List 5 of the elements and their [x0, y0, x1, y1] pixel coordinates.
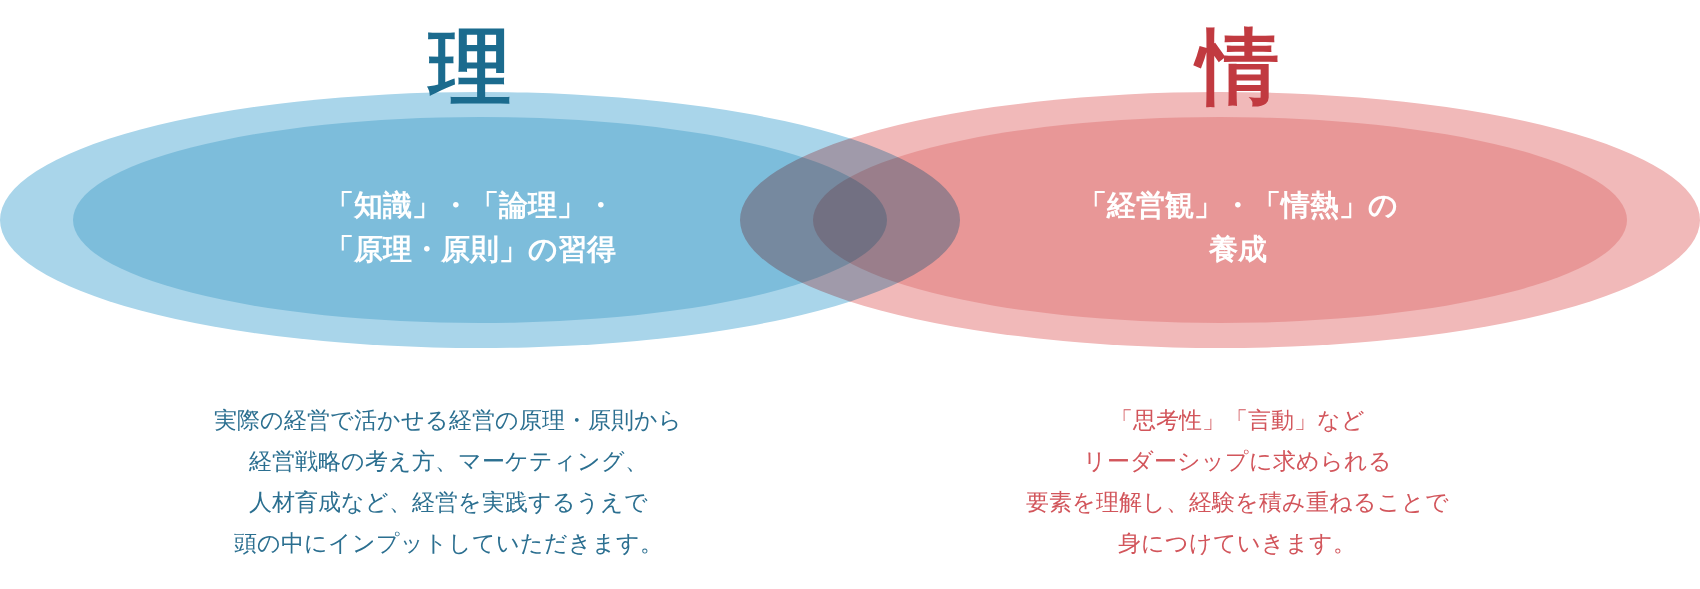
description-text: 実際の経営で活かせる経営の原理・原則から経営戦略の考え方、マーケティング、人材育成など、経営を実践するうえで頭の中にインプットしていただきます。 [213, 406, 683, 558]
ellipse-label: 「経営観」・「情熱」の養成 [1077, 187, 1399, 268]
heading: 理 [429, 26, 511, 108]
description-text: 「思考性」「言動」などリーダーシップに求められる要素を理解し、経験を積み重ねることで身につけていきます。 [1024, 406, 1450, 558]
ellipse-label: 「知識」・「論理」・「原理・原則」の習得 [323, 187, 617, 268]
